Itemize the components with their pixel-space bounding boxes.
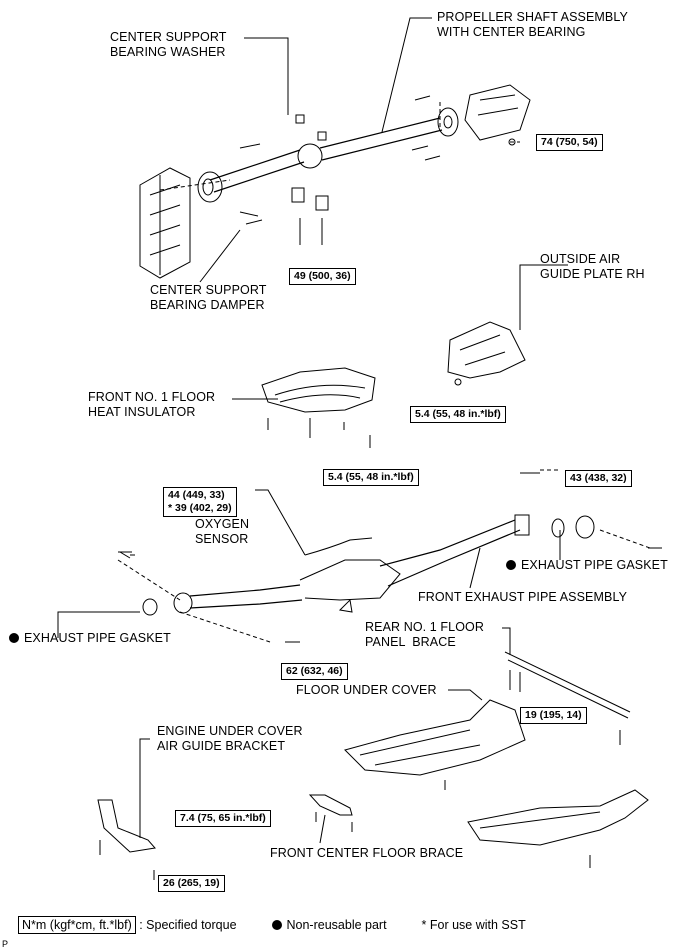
torque-19: 19 (195, 14): [520, 707, 587, 724]
label-rear-floor-panel-brace: REAR NO. 1 FLOOR PANEL BRACE: [365, 620, 484, 649]
leader-front-pipe: [469, 547, 481, 589]
torque-44-39: 44 (449, 33) * 39 (402, 29): [163, 487, 237, 517]
legend-sst-text: * For use with SST: [421, 918, 526, 932]
label-floor-under-cover: FLOOR UNDER COVER: [296, 683, 437, 697]
torque-7-4: 7.4 (75, 65 in.*lbf): [175, 810, 271, 827]
torque-43: 43 (438, 32): [565, 470, 632, 487]
leader-washer: [244, 37, 289, 115]
torque-62: 62 (632, 46): [281, 663, 348, 680]
leader-damper: [199, 229, 241, 283]
footer-mark: P: [2, 939, 9, 949]
label-front-floor-heat-insulator: FRONT NO. 1 FLOOR HEAT INSULATOR: [88, 390, 216, 419]
leader-eng-bracket: [139, 738, 150, 838]
leader-rear-brace: [502, 627, 511, 655]
torque-5-4-insulator: 5.4 (55, 48 in.*lbf): [323, 469, 419, 486]
legend: N*m (kgf*cm, ft.*lbf) : Specified torque…: [18, 916, 526, 934]
label-outside-air-guide-plate: OUTSIDE AIR GUIDE PLATE RH: [540, 252, 645, 281]
legend-non-reusable-dot-icon: [271, 920, 282, 930]
label-center-support-bearing-washer: CENTER SUPPORT BEARING WASHER: [110, 30, 227, 59]
label-exhaust-pipe-gasket-right: EXHAUST PIPE GASKET: [506, 558, 668, 573]
leader-floor-cover: [448, 689, 483, 701]
leader-oxygen: [255, 489, 306, 556]
non-reusable-dot-icon: [9, 633, 19, 643]
leader-front-brace: [319, 814, 326, 844]
gasket-right-text: EXHAUST PIPE GASKET: [521, 558, 668, 572]
non-reusable-dot-icon: [506, 560, 516, 570]
torque-74: 74 (750, 54): [536, 134, 603, 151]
leader-propeller: [381, 17, 432, 133]
label-center-support-bearing-damper: CENTER SUPPORT BEARING DAMPER: [150, 283, 267, 312]
label-oxygen-sensor: OXYGEN SENSOR: [195, 517, 250, 546]
legend-non-reusable-text: Non-reusable part: [286, 918, 387, 932]
label-front-exhaust-pipe: FRONT EXHAUST PIPE ASSEMBLY: [418, 590, 628, 604]
label-engine-under-cover-bracket: ENGINE UNDER COVER AIR GUIDE BRACKET: [157, 724, 303, 753]
torque-5-4-plate: 5.4 (55, 48 in.*lbf): [410, 406, 506, 423]
torque-49: 49 (500, 36): [289, 268, 356, 285]
label-propeller-shaft: PROPELLER SHAFT ASSEMBLY WITH CENTER BEA…: [437, 10, 628, 39]
legend-torque-text: : Specified torque: [139, 918, 237, 932]
legend-torque-box: N*m (kgf*cm, ft.*lbf): [18, 916, 136, 934]
label-exhaust-pipe-gasket-left: EXHAUST PIPE GASKET: [9, 631, 171, 646]
leader-air-guide: [519, 264, 568, 330]
torque-26: 26 (265, 19): [158, 875, 225, 892]
label-front-center-floor-brace: FRONT CENTER FLOOR BRACE: [270, 846, 464, 860]
leader-gasket-left: [57, 611, 140, 638]
gasket-left-text: EXHAUST PIPE GASKET: [24, 631, 171, 645]
